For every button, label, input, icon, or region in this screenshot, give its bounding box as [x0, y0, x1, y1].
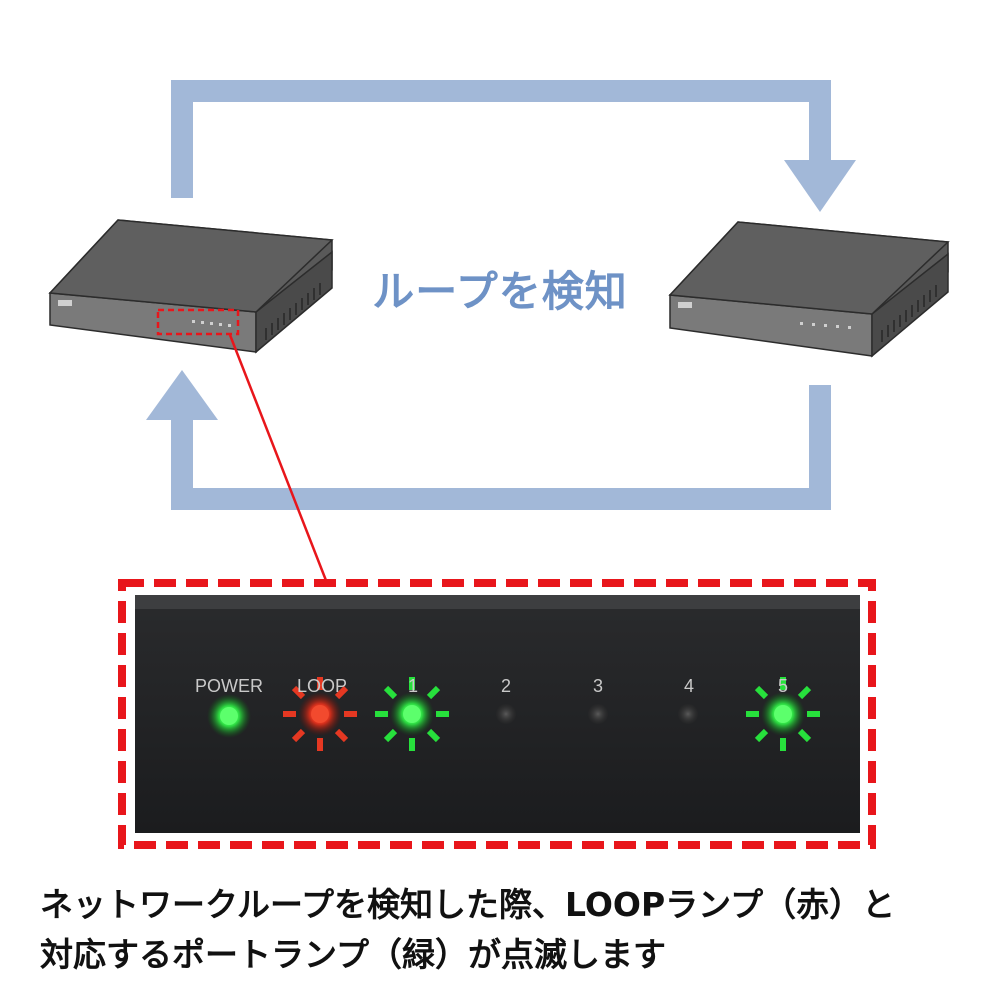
led-port-4	[678, 704, 698, 724]
caption-line-1: ネットワークループを検知した際、LOOPランプ（赤）と	[40, 885, 896, 924]
loop-arrow-bottom	[146, 370, 831, 510]
led-loop	[283, 677, 357, 751]
caption: ネットワークループを検知した際、LOOPランプ（赤）と 対応するポートランプ（緑…	[40, 880, 970, 980]
led-label-power: POWER	[194, 676, 263, 696]
network-switch-right	[668, 221, 950, 358]
led-port-5	[746, 677, 820, 751]
led-label-port-5: 5	[777, 676, 788, 696]
loop-detect-label: ループを検知	[372, 267, 628, 316]
led-label-port-4: 4	[683, 676, 694, 696]
led-label-port-1: 1	[407, 676, 418, 696]
led-label-loop: LOOP	[296, 676, 348, 696]
zoom-connector-line	[228, 334, 329, 584]
loop-arrow-top	[171, 80, 856, 212]
led-label-port-2: 2	[500, 676, 511, 696]
network-switch-left	[48, 219, 334, 354]
led-label-port-3: 3	[592, 676, 603, 696]
led-port-2	[496, 704, 516, 724]
led-port-1	[375, 677, 449, 751]
caption-line-2: 対応するポートランプ（緑）が点滅します	[40, 935, 667, 974]
led-port-3	[588, 704, 608, 724]
led-power	[207, 694, 251, 738]
